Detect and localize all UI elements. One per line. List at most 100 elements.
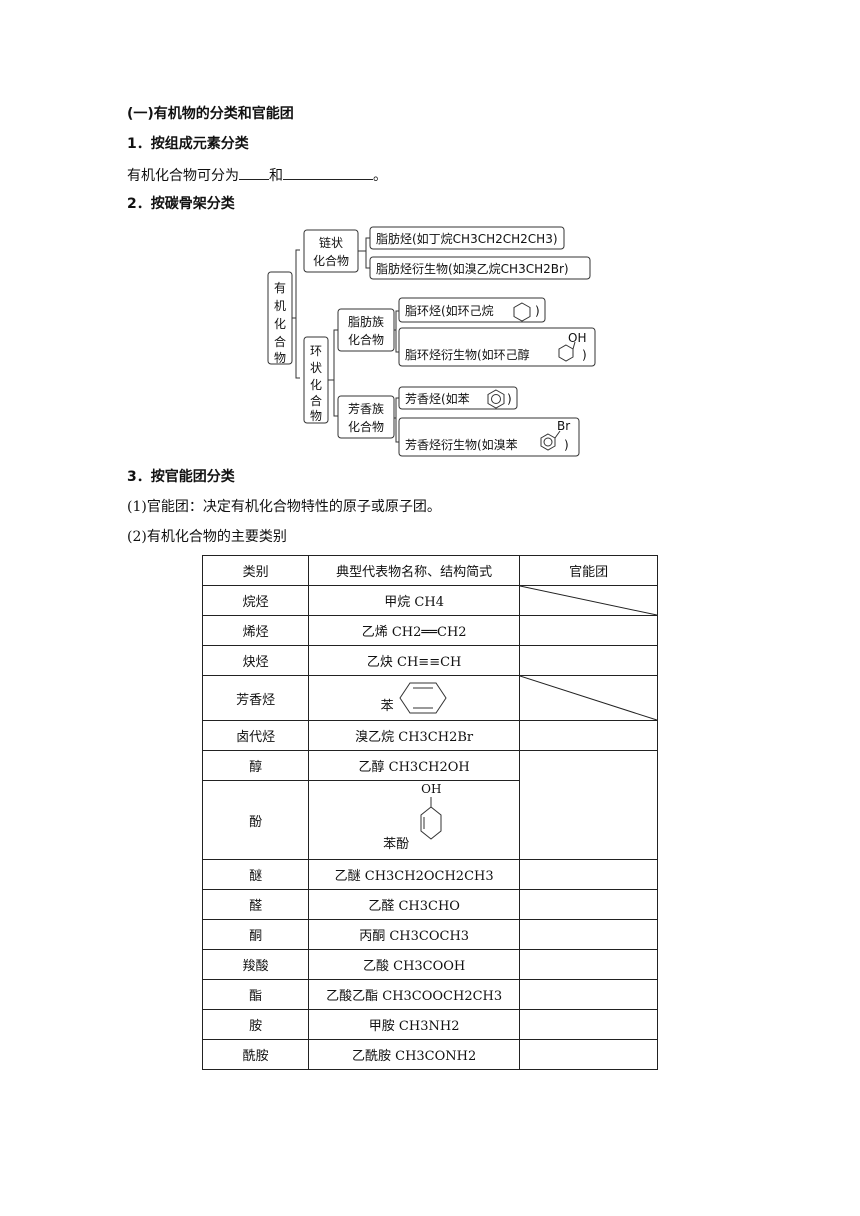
phenol-structure-icon bbox=[420, 797, 442, 840]
alicyclic-b-text: 脂环烃衍生物(如环己醇 bbox=[405, 347, 530, 362]
cell-functional-blank bbox=[519, 645, 658, 676]
heading-functional: 3．按官能团分类 bbox=[127, 469, 235, 485]
cell-representative: 乙炔 CH≡≡CH bbox=[308, 645, 521, 676]
cell-category: 羧酸 bbox=[201, 949, 310, 980]
functional-definition: (1)官能团：决定有机化合物特性的原子或原子团。 bbox=[127, 499, 441, 515]
benzene-ring-icon bbox=[491, 394, 501, 404]
bromobenzene-ring-icon bbox=[543, 437, 553, 447]
elements-sentence: 有机化合物可分为 和 。 bbox=[127, 165, 387, 185]
cyclohexanol-bond bbox=[572, 341, 576, 350]
cell-representative: 乙酸 CH3COOH bbox=[308, 949, 521, 980]
cell-representative: 乙烯 CH2══CH2 bbox=[308, 615, 521, 646]
table-header-row: 类别 典型代表物名称、结构简式 官能团 bbox=[201, 555, 658, 586]
cell-category: 酚 bbox=[201, 780, 310, 860]
table-row: 醚 乙醚 CH3CH2OCH2CH3 bbox=[201, 859, 658, 890]
chain-label-2: 化合物 bbox=[313, 253, 349, 268]
header-category: 类别 bbox=[201, 555, 310, 586]
table-row: 醇 乙醇 CH3CH2OH bbox=[201, 750, 658, 860]
cell-category: 酯 bbox=[201, 979, 310, 1010]
organic-classes-table: 类别 典型代表物名称、结构简式 官能团 烷烃 甲烷 CH4 烯烃 乙烯 CH2═… bbox=[201, 555, 658, 1070]
section-title: (一)有机物的分类和官能团 bbox=[127, 106, 294, 122]
phenol-label: 苯酚 bbox=[383, 837, 410, 852]
cell-category: 醇 bbox=[201, 750, 310, 781]
aromatic-label-1: 芳香族 bbox=[348, 402, 384, 416]
table-row: 烯烃 乙烯 CH2══CH2 bbox=[201, 615, 658, 646]
main-categories-caption: (2)有机化合物的主要类别 bbox=[127, 529, 287, 545]
root-char-2: 机 bbox=[274, 299, 286, 313]
bromobenzene-br: Br bbox=[557, 419, 570, 433]
table-row: 烷烃 甲烷 CH4 bbox=[201, 585, 658, 616]
table-row: 醛 乙醛 CH3CHO bbox=[201, 889, 658, 920]
cell-category: 酰胺 bbox=[201, 1039, 310, 1070]
alicyclic-a-close: ) bbox=[535, 304, 540, 318]
cell-functional-blank bbox=[519, 979, 658, 1010]
benzene-structure-icon bbox=[399, 682, 447, 714]
root-bracket bbox=[292, 249, 300, 379]
cell-category: 酮 bbox=[201, 919, 310, 950]
cell-representative: 苯 bbox=[308, 675, 521, 721]
sentence-part-c: 。 bbox=[373, 168, 387, 184]
aromatic-b-close: ) bbox=[564, 438, 569, 452]
ring-char-4: 合 bbox=[310, 393, 322, 408]
alicyclic-label-1: 脂肪族 bbox=[348, 314, 384, 329]
header-representative: 典型代表物名称、结构简式 bbox=[308, 555, 521, 586]
cell-functional-slashed bbox=[519, 675, 658, 721]
aromatic-a-close: ) bbox=[507, 392, 512, 406]
cell-functional-blank bbox=[519, 1039, 658, 1070]
heading-elements: 1．按组成元素分类 bbox=[127, 136, 249, 152]
aromatic-label-2: 化合物 bbox=[348, 419, 384, 434]
cell-category: 胺 bbox=[201, 1009, 310, 1040]
cell-representative: 甲烷 CH4 bbox=[308, 585, 521, 616]
cell-representative: 丙酮 CH3COCH3 bbox=[308, 919, 521, 950]
table-row: 酰胺 乙酰胺 CH3CONH2 bbox=[201, 1039, 658, 1070]
chain-b-box bbox=[369, 256, 591, 280]
cyclohexanol-oh: OH bbox=[568, 331, 586, 345]
table-row: 芳香烃 苯 bbox=[201, 675, 658, 721]
cell-representative: 乙酰胺 CH3CONH2 bbox=[308, 1039, 521, 1070]
table-row: 酯 乙酸乙酯 CH3COOCH2CH3 bbox=[201, 979, 658, 1010]
cell-representative: 乙醛 CH3CHO bbox=[308, 889, 521, 920]
cell-category: 炔烃 bbox=[201, 645, 310, 676]
ring-bracket bbox=[328, 329, 338, 417]
alicyclic-label-2: 化合物 bbox=[348, 332, 384, 347]
cell-representative: 溴乙烷 CH3CH2Br bbox=[308, 720, 521, 751]
cell-functional-blank bbox=[519, 615, 658, 646]
table-row: 炔烃 乙炔 CH≡≡CH bbox=[201, 645, 658, 676]
cell-category: 芳香烃 bbox=[201, 675, 310, 721]
blank-2 bbox=[283, 165, 373, 180]
alicyclic-bracket bbox=[394, 310, 400, 353]
cell-functional-blank bbox=[519, 919, 658, 950]
chain-a-text: 脂肪烃(如丁烷CH3CH2CH2CH3) bbox=[376, 231, 558, 246]
ring-char-1: 环 bbox=[310, 344, 322, 358]
chain-label-1: 链状 bbox=[319, 235, 343, 250]
blank-1 bbox=[239, 165, 269, 180]
root-char-1: 有 bbox=[274, 281, 286, 295]
phenol-oh: OH bbox=[421, 782, 442, 796]
cell-category: 烷烃 bbox=[201, 585, 310, 616]
sentence-part-a: 有机化合物可分为 bbox=[127, 168, 239, 184]
root-char-4: 合 bbox=[274, 334, 286, 349]
cell-functional-merged bbox=[519, 750, 658, 860]
cell-functional-blank bbox=[519, 720, 658, 751]
root-char-5: 物 bbox=[274, 351, 286, 365]
chain-bracket bbox=[358, 237, 370, 269]
sentence-part-b: 和 bbox=[269, 168, 283, 184]
benzene-label: 苯 bbox=[380, 698, 394, 714]
cell-representative: 甲胺 CH3NH2 bbox=[308, 1009, 521, 1040]
ring-char-3: 化 bbox=[310, 378, 322, 392]
bromobenzene-bond bbox=[554, 430, 561, 439]
alicyclic-b-close: ) bbox=[582, 348, 587, 362]
heading-skeleton: 2．按碳骨架分类 bbox=[127, 196, 235, 212]
aromatic-a-text: 芳香烃(如苯 bbox=[405, 391, 470, 406]
carbon-skeleton-diagram: 有 机 化 合 物 链状 化合物 脂肪烃(如丁烷CH3CH2CH2CH3) 脂肪… bbox=[267, 226, 596, 457]
cell-representative: 乙醚 CH3CH2OCH2CH3 bbox=[308, 859, 521, 890]
aromatic-b-box bbox=[398, 417, 580, 457]
chain-a-box bbox=[369, 226, 565, 250]
table-row: 酮 丙酮 CH3COCH3 bbox=[201, 919, 658, 950]
cell-functional-blank bbox=[519, 1009, 658, 1040]
cell-functional-blank bbox=[519, 949, 658, 980]
table-row: 胺 甲胺 CH3NH2 bbox=[201, 1009, 658, 1040]
benzene-icon bbox=[487, 389, 505, 409]
alicyclic-a-text: 脂环烃(如环己烷 bbox=[405, 303, 494, 318]
ring-char-2: 状 bbox=[310, 361, 322, 375]
